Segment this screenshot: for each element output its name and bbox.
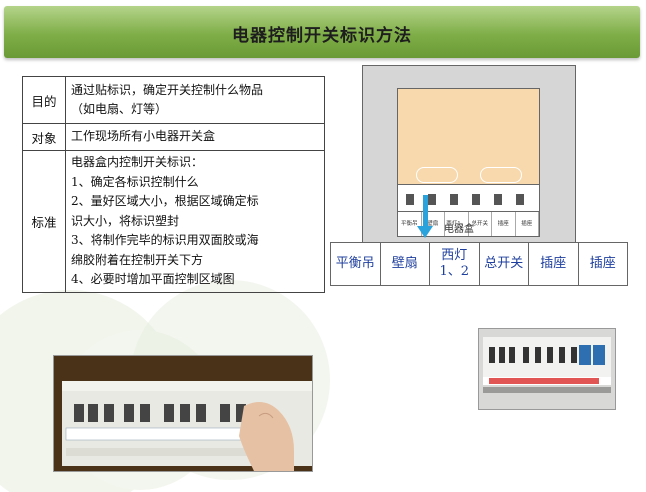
switch-icon <box>516 194 524 205</box>
row-line: （如电扇、灯等） <box>71 102 168 116</box>
label-cell: 平衡吊 <box>331 243 381 285</box>
row-body: 通过贴标识，确定开关控制什么物品 （如电扇、灯等） <box>65 76 325 124</box>
small-label: 插座 <box>492 212 516 236</box>
row-line: 绵胶附着在控制开关下方 <box>71 252 204 267</box>
row-body: 电器盒内控制开关标识： 1、确定各标识控制什么 2、量好区域大小，根据区域确定标… <box>65 150 325 293</box>
photo-switch-box-hand <box>53 355 313 472</box>
switch-icon <box>494 194 502 205</box>
row-body: 工作现场所有小电器开关盒 <box>65 123 325 151</box>
page-title: 电器控制开关标识方法 <box>232 26 412 46</box>
row-head: 标准 <box>22 150 66 293</box>
switch-icon <box>406 194 414 205</box>
row-line: 电器盒内控制开关标识： <box>71 155 204 169</box>
small-label: 壁扇 <box>422 212 445 236</box>
oval-marker <box>480 167 522 183</box>
label-cell: 总开关 <box>480 243 529 285</box>
small-label: 平衡吊 <box>398 212 422 236</box>
row-line: 3、将制作完毕的标识用双面胶或海 <box>71 233 259 247</box>
table-row: 对象 工作现场所有小电器开关盒 <box>22 123 325 151</box>
label-cell: 壁扇 <box>381 243 430 285</box>
table-row: 标准 电器盒内控制开关标识： 1、确定各标识控制什么 2、量好区域大小，根据区域… <box>22 150 325 293</box>
table-row: 目的 通过贴标识，确定开关控制什么物品 （如电扇、灯等） <box>22 76 325 124</box>
small-label: 总开关 <box>469 212 492 236</box>
row-line: 工作现场所有小电器开关盒 <box>71 129 216 144</box>
row-line: 2、量好区域大小，根据区域确定标 <box>71 194 259 208</box>
label-cell: 插座 <box>529 243 579 285</box>
row-line: 4、必要时增加平面控制区域图 <box>71 272 235 286</box>
row-head: 对象 <box>22 123 66 151</box>
switch-icon <box>472 194 480 205</box>
switch-icon <box>428 194 436 205</box>
label-cell: 西灯 1、2 <box>430 243 480 285</box>
info-table: 目的 通过贴标识，确定开关控制什么物品 （如电扇、灯等） 对象 工作现场所有小电… <box>22 76 325 293</box>
label-cell: 插座 <box>589 256 616 271</box>
oval-marker <box>416 167 458 183</box>
switch-strip <box>397 184 540 212</box>
box-panel <box>397 88 540 186</box>
row-line: 识大小，将标识塑封 <box>71 213 180 228</box>
row-line: 通过贴标识，确定开关控制什么物品 <box>71 82 264 97</box>
arrow-down-icon <box>423 195 428 227</box>
photo-labeled-switches <box>478 328 616 410</box>
arrow-head-icon <box>417 226 433 238</box>
switch-icon <box>450 194 458 205</box>
title-banner: 电器控制开关标识方法 <box>4 6 640 58</box>
row-head: 目的 <box>22 76 66 124</box>
row-line: 1、确定各标识控制什么 <box>71 174 199 189</box>
box-label: 电器盒 <box>444 224 474 235</box>
label-strip: 平衡吊 壁扇 西灯 1、2 总开关 插座 插座 <box>330 242 628 286</box>
small-label: 插座 <box>516 212 539 236</box>
